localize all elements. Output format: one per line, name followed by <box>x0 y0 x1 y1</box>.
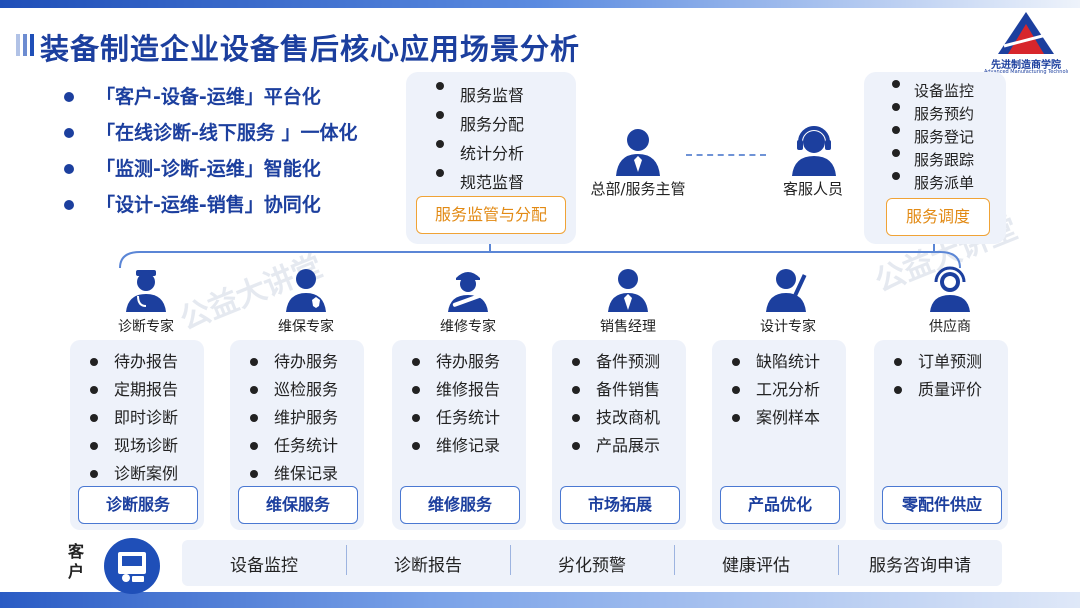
key-point: 「客户-设备-运维」平台化 <box>62 84 358 120</box>
role-service-button[interactable]: 零配件供应 <box>882 486 1002 524</box>
role-task-item: 产品展示 <box>572 432 660 460</box>
supervision-item: 服务分配 <box>436 111 524 140</box>
supervision-item: 统计分析 <box>436 140 524 169</box>
logo-triangle-icon <box>998 12 1054 54</box>
headset-agent-icon <box>792 126 836 176</box>
page-title: 装备制造企业设备售后核心应用场景分析 <box>40 32 581 66</box>
doctor-icon <box>126 270 166 312</box>
role-task-item: 备件预测 <box>572 348 660 376</box>
role-name: 供应商 <box>929 319 971 335</box>
supervision-item: 规范监督 <box>436 169 524 198</box>
role-task-list: 待办服务巡检服务维护服务任务统计维保记录 <box>250 348 338 488</box>
role-service-button[interactable]: 产品优化 <box>720 486 840 524</box>
customer-service-item: 诊断报告 <box>346 544 510 576</box>
role-task-list: 缺陷统计工况分析案例样本 <box>732 348 820 432</box>
role-service-button[interactable]: 维保服务 <box>238 486 358 524</box>
supplier-icon <box>930 266 970 312</box>
dispatch-tag: 服务调度 <box>886 198 990 236</box>
role-task-item: 即时诊断 <box>90 404 178 432</box>
role-task-list: 备件预测备件销售技改商机产品展示 <box>572 348 660 460</box>
customer-terminal-icon <box>104 538 160 594</box>
dispatch-item: 服务预约 <box>892 103 974 126</box>
logo-subtitle: Advanced Manufacturing Technology Busine… <box>984 69 1068 75</box>
customer-service-item: 健康评估 <box>674 544 838 576</box>
role-task-item: 任务统计 <box>250 432 338 460</box>
role-task-item: 待办报告 <box>90 348 178 376</box>
role-card: 待办报告定期报告即时诊断现场诊断诊断案例诊断服务 <box>70 340 204 530</box>
supervision-tag: 服务监管与分配 <box>416 196 566 234</box>
dispatch-item: 服务派单 <box>892 172 974 195</box>
role-task-item: 待办服务 <box>250 348 338 376</box>
top-accent-bar <box>0 0 1080 8</box>
role-task-item: 待办服务 <box>412 348 500 376</box>
key-point: 「监测-诊断-运维」智能化 <box>62 156 358 192</box>
designer-icon <box>766 269 807 312</box>
role-task-item: 案例样本 <box>732 404 820 432</box>
role-service-button[interactable]: 维修服务 <box>400 486 520 524</box>
logo-name: 先进制造商学院 <box>991 60 1061 71</box>
sales-manager-icon <box>608 269 648 312</box>
role-task-item: 维护服务 <box>250 404 338 432</box>
manager-label: 总部/服务主管 <box>590 180 686 198</box>
dispatch-panel: 设备监控 服务预约 服务登记 服务跟踪 服务派单 服务调度 <box>864 72 1006 244</box>
role-task-item: 技改商机 <box>572 404 660 432</box>
key-points-list: 「客户-设备-运维」平台化 「在线诊断-线下服务 」一体化 「监测-诊断-运维」… <box>62 84 358 228</box>
role-task-item: 维保记录 <box>250 460 338 488</box>
role-task-item: 订单预测 <box>894 348 982 376</box>
role-task-item: 现场诊断 <box>90 432 178 460</box>
school-logo: 先进制造商学院 Advanced Manufacturing Technolog… <box>984 10 1068 76</box>
role-service-button[interactable]: 诊断服务 <box>78 486 198 524</box>
role-task-item: 备件销售 <box>572 376 660 404</box>
role-task-item: 诊断案例 <box>90 460 178 488</box>
title-marker <box>16 34 34 56</box>
role-card: 待办服务维修报告任务统计维修记录维修服务 <box>392 340 526 530</box>
dispatch-item: 服务跟踪 <box>892 149 974 172</box>
dashed-connector <box>686 154 766 156</box>
role-task-item: 巡检服务 <box>250 376 338 404</box>
service-staff-label: 客服人员 <box>782 180 843 198</box>
role-task-item: 质量评价 <box>894 376 982 404</box>
customer-service-item: 设备监控 <box>230 555 298 576</box>
bottom-accent-bar <box>0 592 1080 608</box>
role-task-list: 待办报告定期报告即时诊断现场诊断诊断案例 <box>90 348 178 488</box>
dispatch-item: 服务登记 <box>892 126 974 149</box>
customer-label: 客户 <box>68 542 85 581</box>
role-task-list: 待办服务维修报告任务统计维修记录 <box>412 348 500 460</box>
supervision-panel: 服务监督 服务分配 统计分析 规范监督 服务监管与分配 <box>406 72 576 244</box>
role-task-list: 订单预测质量评价 <box>894 348 982 404</box>
supervision-item: 服务监督 <box>436 82 524 111</box>
key-point: 「在线诊断-线下服务 」一体化 <box>62 120 358 156</box>
role-task-item: 维修报告 <box>412 376 500 404</box>
role-task-item: 工况分析 <box>732 376 820 404</box>
role-name: 诊断专家 <box>118 319 174 335</box>
role-task-item: 缺陷统计 <box>732 348 820 376</box>
customer-services-bar: 设备监控 诊断报告 劣化预警 健康评估 服务咨询申请 <box>182 540 1002 586</box>
role-card: 订单预测质量评价零配件供应 <box>874 340 1008 530</box>
role-card: 缺陷统计工况分析案例样本产品优化 <box>712 340 846 530</box>
customer-service-item: 劣化预警 <box>510 544 674 576</box>
role-card: 备件预测备件销售技改商机产品展示市场拓展 <box>552 340 686 530</box>
role-card: 待办服务巡检服务维护服务任务统计维保记录维保服务 <box>230 340 364 530</box>
key-point: 「设计-运维-销售」协同化 <box>62 192 358 228</box>
customer-service-item: 服务咨询申请 <box>838 544 1002 576</box>
repair-worker-icon <box>448 272 488 312</box>
role-name: 维修专家 <box>440 319 496 335</box>
maintenance-expert-icon <box>286 269 326 312</box>
manager-icon <box>616 129 660 176</box>
role-name: 维保专家 <box>278 319 334 335</box>
role-task-item: 任务统计 <box>412 404 500 432</box>
role-task-item: 维修记录 <box>412 432 500 460</box>
role-name: 销售经理 <box>600 319 656 335</box>
role-task-item: 定期报告 <box>90 376 178 404</box>
dispatch-item: 设备监控 <box>892 80 974 103</box>
role-name: 设计专家 <box>760 319 816 335</box>
role-service-button[interactable]: 市场拓展 <box>560 486 680 524</box>
